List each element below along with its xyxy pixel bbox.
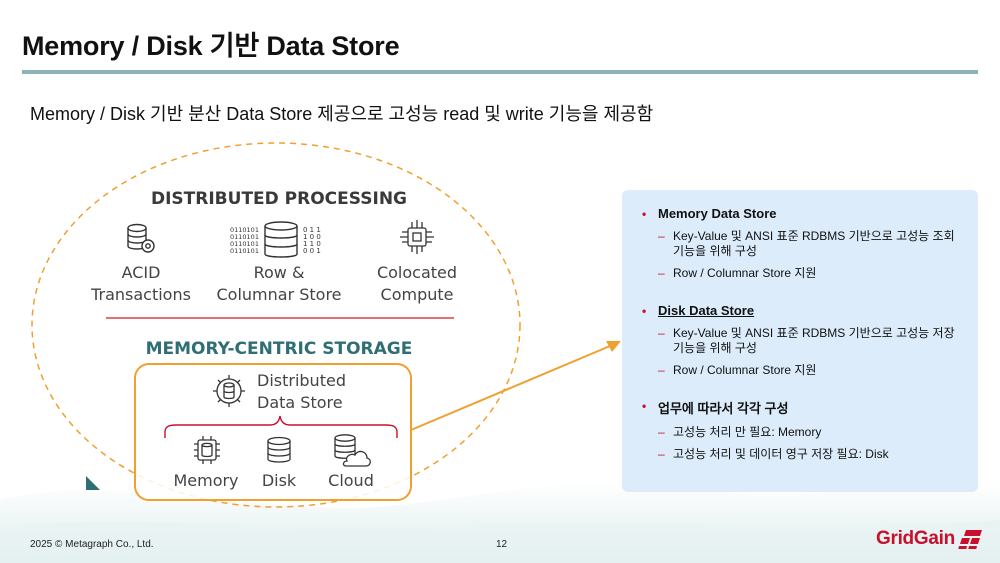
cloud-database-icon — [334, 434, 371, 467]
dash-icon: – — [658, 266, 665, 280]
slide-subtitle: Memory / Disk 기반 분산 Data Store 제공으로 고성능 … — [30, 104, 654, 124]
database-gear-icon — [127, 223, 155, 253]
binary-right-3: 1 1 0 — [303, 240, 321, 248]
info-panel: • Memory Data Store – Key-Value 및 ANSI 표… — [622, 190, 978, 492]
memory-label: Memory — [173, 471, 238, 490]
binary-left-3: 0110101 — [230, 240, 259, 248]
list-item: – Key-Value 및 ANSI 표준 RDBMS 기반으로 고성능 저장 … — [658, 326, 958, 356]
list-item: – 고성능 처리 만 필요: Memory — [658, 425, 958, 440]
memory-store-item-2: Row / Columnar Store 지원 — [673, 266, 817, 280]
list-item: – Row / Columnar Store 지원 — [658, 363, 958, 378]
config-item-1: 고성능 처리 만 필요: Memory — [673, 425, 822, 439]
dash-icon: – — [658, 425, 665, 439]
connector-arrow-line — [410, 345, 611, 431]
memory-store-section: • Memory Data Store – Key-Value 및 ANSI 표… — [642, 206, 958, 281]
list-item: – 고성능 처리 및 데이터 영구 저장 필요: Disk — [658, 447, 958, 462]
dash-icon: – — [658, 326, 665, 340]
colocated-label-line1: Colocated — [377, 263, 457, 282]
memory-store-item-1: Key-Value 및 ANSI 표준 RDBMS 기반으로 고성능 조회 기능… — [673, 229, 955, 258]
disk-store-title: Disk Data Store — [658, 303, 755, 318]
config-heading: • 업무에 따라서 각각 구성 — [642, 398, 958, 417]
memory-chip-icon — [194, 436, 220, 464]
dash-icon: – — [658, 447, 665, 461]
cpu-chip-icon — [400, 220, 434, 254]
dash-icon: – — [658, 229, 665, 243]
rowcol-label-line1: Row & — [254, 263, 305, 282]
gridgain-logo: GridGain — [876, 528, 984, 550]
disk-database-icon — [267, 436, 291, 463]
binary-left-4: 0110101 — [230, 247, 259, 255]
disk-store-item-1: Key-Value 및 ANSI 표준 RDBMS 기반으로 고성능 저장 기능… — [673, 326, 955, 355]
disk-store-section: • Disk Data Store – Key-Value 및 ANSI 표준 … — [642, 303, 958, 378]
slide-title: Memory / Disk 기반 Data Store — [22, 31, 400, 61]
disk-store-heading: • Disk Data Store — [642, 303, 958, 318]
logo-mark-icon — [958, 530, 982, 549]
binary-right-4: 0 0 1 — [303, 247, 321, 255]
memory-store-heading: • Memory Data Store — [642, 206, 958, 221]
rowcol-label-line2: Columnar Store — [216, 285, 341, 304]
dds-label-line2: Data Store — [257, 393, 343, 412]
acid-label-line1: ACID — [122, 263, 161, 282]
disk-label: Disk — [262, 471, 297, 490]
storage-box — [134, 363, 412, 501]
binary-left-2: 0110101 — [230, 233, 259, 241]
distributed-datastore-icon — [213, 375, 245, 407]
config-item-2: 고성능 처리 및 데이터 영구 저장 필요: Disk — [673, 447, 889, 461]
row-columnar-data-icon: 0110101 0110101 0110101 0110101 0 1 1 1 … — [230, 221, 321, 258]
disk-store-item-2: Row / Columnar Store 지원 — [673, 363, 817, 377]
dds-label-line1: Distributed — [257, 371, 346, 390]
bullet-icon: • — [642, 304, 647, 318]
title-divider — [22, 70, 978, 74]
acid-label-line2: Transactions — [90, 285, 191, 304]
config-title: 업무에 따라서 각각 구성 — [658, 401, 789, 416]
binary-left-1: 0110101 — [230, 226, 259, 234]
config-section: • 업무에 따라서 각각 구성 – 고성능 처리 만 필요: Memory – … — [642, 398, 958, 462]
bullet-icon: • — [642, 399, 647, 413]
dash-icon: – — [658, 363, 665, 377]
connector-arrow-head — [606, 341, 621, 352]
list-item: – Row / Columnar Store 지원 — [658, 266, 958, 281]
dashed-boundary-ellipse — [31, 142, 521, 508]
memory-store-title: Memory Data Store — [658, 206, 777, 221]
page-number: 12 — [496, 539, 508, 550]
logo-text: GridGain — [876, 528, 955, 549]
memory-centric-storage-heading: MEMORY-CENTRIC STORAGE — [146, 339, 413, 359]
colocated-label-line2: Compute — [381, 285, 454, 304]
list-item: – Key-Value 및 ANSI 표준 RDBMS 기반으로 고성능 조회 … — [658, 229, 958, 259]
copyright-text: 2025 © Metagraph Co., Ltd. — [30, 539, 154, 550]
distributed-processing-heading: DISTRIBUTED PROCESSING — [151, 189, 407, 209]
binary-right-2: 1 0 0 — [303, 233, 321, 241]
binary-right-1: 0 1 1 — [303, 226, 321, 234]
bullet-icon: • — [642, 207, 647, 221]
cloud-label: Cloud — [328, 471, 374, 490]
storage-brace — [164, 415, 398, 438]
